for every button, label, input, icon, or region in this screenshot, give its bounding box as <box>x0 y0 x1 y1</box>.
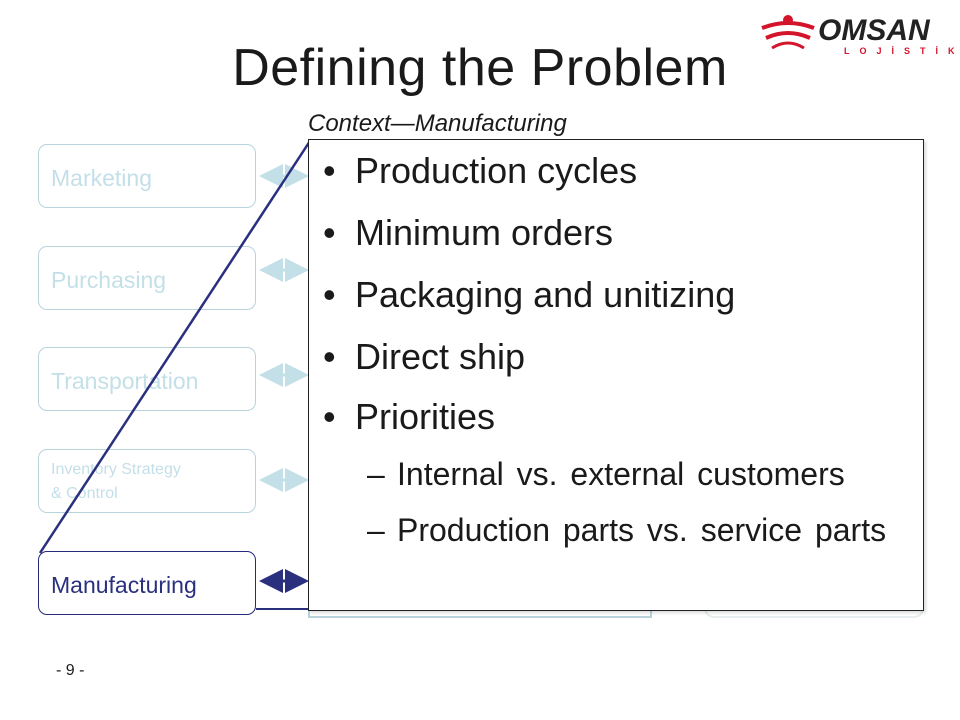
transportation-label: Transportation <box>51 368 199 394</box>
transportation-box[interactable]: Transportation <box>38 347 256 411</box>
manufacturing-box[interactable]: Manufacturing <box>38 551 256 615</box>
inventory-control-label: & Control <box>51 485 118 502</box>
manufacturing-detail-popup: •Production cycles •Minimum orders •Pack… <box>308 139 924 611</box>
manufacturing-label: Manufacturing <box>51 572 197 598</box>
purchasing-label: Purchasing <box>51 267 167 293</box>
diagonal-connector <box>38 140 312 554</box>
slide-subtitle: Context—Manufacturing <box>308 110 567 137</box>
omsan-logo: OMSAN LOJİSTİK <box>758 8 955 58</box>
logo-wordmark: OMSAN <box>818 14 930 47</box>
inventory-strategy-label: Inventory Strategy <box>51 461 181 478</box>
slide-title: Defining the Problem <box>232 39 728 97</box>
purchasing-box[interactable]: Purchasing <box>38 246 256 310</box>
logo-mark-icon <box>761 15 815 50</box>
logo-subtext: LOJİSTİK <box>844 46 960 56</box>
marketing-label: Marketing <box>51 165 152 191</box>
page-number: - 9 - <box>56 662 85 679</box>
marketing-box[interactable]: Marketing <box>38 144 256 208</box>
